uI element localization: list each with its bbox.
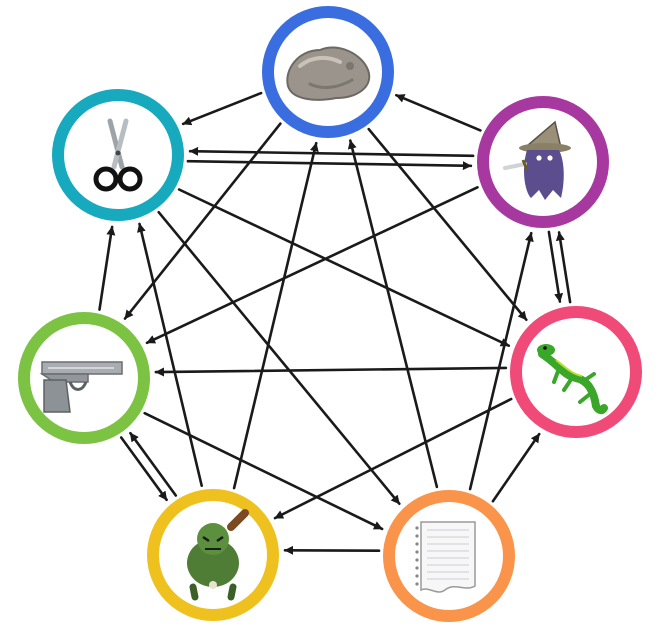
scissors-icon [93, 118, 143, 192]
edge-paper-to-lizard [491, 432, 541, 503]
edge-troll-to-gun [129, 431, 178, 497]
edge-paper-to-wizard [468, 231, 534, 491]
edge-rock-to-gun [123, 122, 282, 320]
edge-troll-to-scissors [136, 222, 203, 488]
edge-rock-to-lizard [367, 127, 528, 322]
edge-lizard-to-troll [273, 397, 513, 520]
wizard-node [477, 96, 609, 228]
lizard-node [510, 306, 642, 438]
nodes [18, 6, 642, 622]
scissors-node [52, 89, 184, 221]
edge-wizard-to-rock [394, 93, 482, 132]
edge-gun-to-paper [143, 411, 384, 531]
paper-node [383, 490, 515, 622]
edge-gun-to-scissors [98, 225, 116, 311]
edge-gun-to-troll [119, 436, 168, 502]
edge-paper-to-rock [347, 139, 439, 489]
edge-scissors-to-lizard [177, 188, 511, 348]
edge-lizard-to-gun [154, 366, 508, 377]
gun-node [18, 312, 150, 444]
edge-scissors-to-wizard [186, 159, 473, 171]
lizard-icon [537, 344, 608, 415]
edge-lizard-to-wizard [555, 231, 572, 304]
edge-rock-to-scissors [181, 91, 263, 126]
rock-node [262, 6, 394, 138]
troll-icon [187, 509, 249, 601]
edge-troll-to-rock [232, 141, 319, 490]
wizard-icon [503, 120, 571, 200]
edge-wizard-to-gun [145, 186, 479, 345]
edges [98, 91, 572, 555]
troll-node [147, 489, 279, 621]
paper-icon [415, 521, 476, 593]
edge-scissors-to-paper [157, 210, 401, 506]
gun-icon [39, 361, 123, 413]
lizard-ring [510, 306, 642, 438]
rock-icon [286, 46, 371, 101]
edge-wizard-to-scissors [188, 146, 475, 158]
edge-wizard-to-lizard [547, 230, 564, 303]
